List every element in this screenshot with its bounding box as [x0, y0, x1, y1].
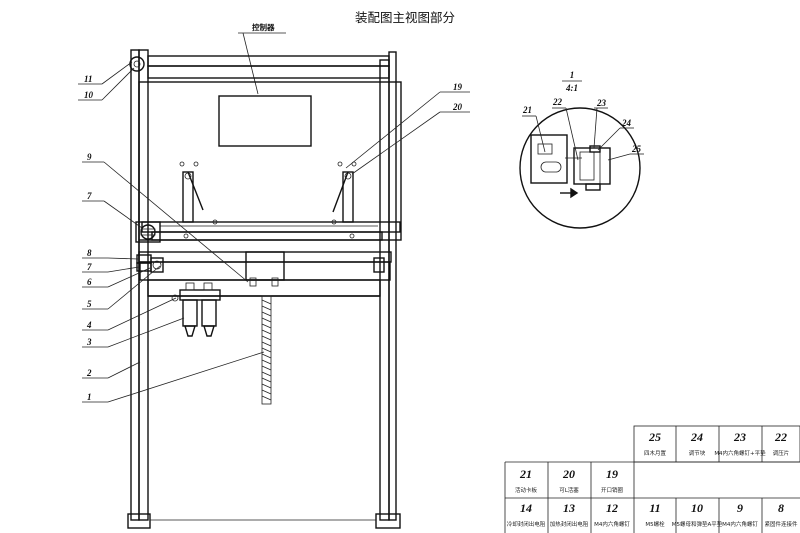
- callout-8: 8: [87, 248, 92, 258]
- left-clamp: [179, 161, 204, 223]
- callout-7a: 7: [87, 191, 92, 201]
- leader-lines: [78, 61, 470, 403]
- flexible-hose: [261, 295, 272, 405]
- table-name-23: M4内六角螺钉+平垫: [714, 449, 766, 457]
- mid-beam: [138, 251, 392, 297]
- table-name-12: M4内六角螺钉: [594, 520, 630, 528]
- top-pulley: [129, 56, 145, 72]
- table-num-22: 22: [774, 430, 787, 444]
- callout-5: 5: [87, 299, 92, 309]
- left-fittings: [136, 254, 385, 273]
- callout-20: 20: [452, 102, 463, 112]
- callout-19: 19: [453, 82, 463, 92]
- callout-1: 1: [87, 392, 92, 402]
- table-num-19: 19: [606, 467, 618, 481]
- table-num-24: 24: [690, 430, 703, 444]
- table-num-8: 8: [778, 501, 784, 515]
- table-name-8: 紧固件连接件: [764, 520, 798, 528]
- table-num-14: 14: [520, 501, 532, 515]
- table-name-24: 调节块: [689, 449, 706, 457]
- left-hinge-block: [135, 221, 161, 243]
- table-name-14: 冷却封闭出电阻: [507, 520, 546, 528]
- controller-leader: [238, 32, 286, 95]
- table-num-12: 12: [606, 501, 618, 515]
- table-num-25: 25: [648, 430, 661, 444]
- table-name-10: M5螺母和弹垫A平垫: [672, 520, 723, 528]
- callout-7b: 7: [87, 262, 92, 272]
- table-num-20: 20: [562, 467, 575, 481]
- table-name-25: 四木月置: [644, 449, 667, 457]
- callout-21: 21: [522, 105, 532, 115]
- detail-scale-den: 4:1: [565, 83, 578, 93]
- table-name-20: 可L活塞: [559, 486, 579, 494]
- callout-3: 3: [86, 337, 92, 347]
- callout-9: 9: [87, 152, 92, 162]
- table-name-9: M4内六角螺钉: [722, 520, 758, 528]
- drawing-title: 装配图主视图部分: [355, 10, 455, 25]
- detail-scale-num: 1: [570, 70, 575, 80]
- table-num-23: 23: [733, 430, 746, 444]
- right-clamp: [332, 161, 357, 223]
- table-name-21: 活动卡板: [515, 486, 538, 494]
- callout-10: 10: [84, 90, 94, 100]
- table-name-22: 调压片: [773, 449, 790, 457]
- air-filter-unit: [171, 282, 221, 337]
- table-num-21: 21: [519, 467, 532, 481]
- callout-22: 22: [552, 97, 563, 107]
- callout-4: 4: [86, 320, 92, 330]
- callout-24: 24: [621, 118, 632, 128]
- control-panel: [138, 81, 402, 241]
- callout-6: 6: [87, 277, 92, 287]
- table-num-13: 13: [563, 501, 575, 515]
- controller-label: 控制器: [252, 22, 275, 32]
- table-num-9: 9: [737, 501, 743, 515]
- table-name-13: 加热封闭出电阻: [550, 520, 589, 528]
- table-name-19: 开口销圈: [601, 486, 624, 494]
- callout-23: 23: [596, 98, 607, 108]
- detail-view: 1 4:1 21 22 23 24 25: [519, 70, 644, 229]
- machine-frame: [127, 49, 401, 529]
- table-num-11: 11: [649, 501, 660, 515]
- platform: [141, 219, 401, 241]
- callout-25: 25: [631, 144, 642, 154]
- callout-11: 11: [84, 74, 93, 84]
- table-num-10: 10: [691, 501, 703, 515]
- callout-2: 2: [86, 368, 92, 378]
- callouts-main: 11 10 9 7 8 7 6 5 4 3 2 1 19 20: [84, 74, 463, 402]
- parts-table: 25 四木月置 24 调节块 23 M4内六角螺钉+平垫 22 调压片 21 活…: [504, 425, 800, 533]
- table-name-11: M5螺栓: [645, 520, 665, 528]
